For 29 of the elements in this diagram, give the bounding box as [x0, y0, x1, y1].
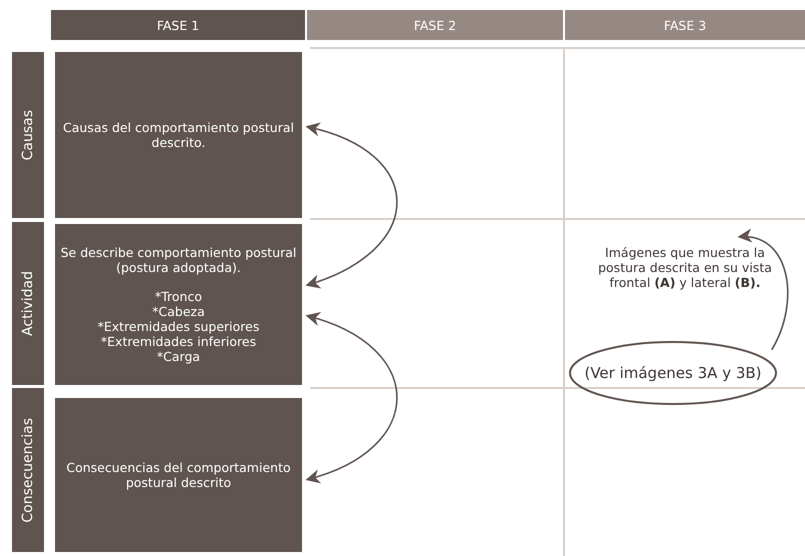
column-header — [51, 10, 305, 40]
header-label: FASE 2 — [414, 18, 456, 32]
header-label: Consecuencias — [20, 418, 36, 522]
column-header — [565, 10, 805, 40]
column-header — [307, 10, 563, 40]
content-box — [55, 398, 302, 552]
header-label: FASE 3 — [664, 18, 706, 32]
header-label: FASE 1 — [156, 18, 200, 32]
text-label: Consecuencias del comportamiento postural descrito — [65, 460, 292, 490]
curved-arrow — [738, 230, 788, 350]
content-box — [55, 224, 302, 385]
text-label: Se describe comportamiento postural (postura adoptada). — [60, 245, 298, 275]
row-header — [12, 222, 44, 385]
text-label: *Extremidades superiores — [98, 319, 260, 334]
text-label: *Carga — [156, 349, 200, 364]
text-label: *Tronco — [154, 289, 202, 304]
curved-arrow — [306, 123, 398, 288]
ellipse-note — [568, 340, 778, 406]
row-header — [12, 52, 44, 218]
curved-arrow — [306, 312, 398, 482]
row-header — [12, 388, 44, 552]
text-label: Imágenes que muestra la postura descrita en su vista frontal (A) y lateral (B). — [597, 244, 773, 290]
header-label: Causas — [20, 110, 36, 160]
text-label: *Cabeza — [152, 304, 205, 319]
content-box — [55, 52, 302, 218]
text-label: (Ver imágenes 3A y 3B) — [584, 364, 762, 382]
text-label: *Extremidades inferiores — [100, 334, 256, 349]
header-label: Actividad — [20, 271, 36, 336]
text-label: Causas del comportamiento postural descrito. — [62, 120, 295, 150]
